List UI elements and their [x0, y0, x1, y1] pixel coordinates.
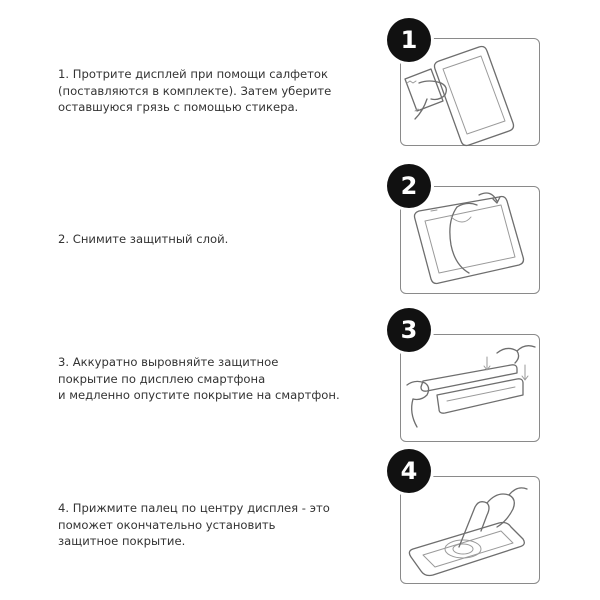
align-glass-icon — [406, 345, 536, 428]
peel-film-icon — [413, 192, 525, 285]
step-1-number-badge: 1 — [387, 18, 431, 62]
step-3-number-badge: 3 — [387, 308, 431, 352]
step-4-number-badge: 4 — [387, 449, 431, 493]
press-center-icon — [408, 487, 528, 577]
step-4-text: 4. Прижмите палец по центру дисплея - эт… — [58, 501, 330, 548]
wipe-screen-icon — [404, 45, 515, 147]
step-2-illustration-panel — [400, 186, 540, 294]
step-2-number-badge: 2 — [387, 164, 431, 208]
step-1-text: 1. Протрите дисплей при помощи салфеток … — [58, 67, 332, 114]
step-3-illustration-panel — [400, 334, 540, 442]
step-2-text: 2. Снимите защитный слой. — [58, 232, 229, 246]
step-3-text: 3. Аккуратно выровняйте защитное покрыти… — [58, 355, 340, 402]
step-4-illustration-panel — [400, 476, 540, 584]
